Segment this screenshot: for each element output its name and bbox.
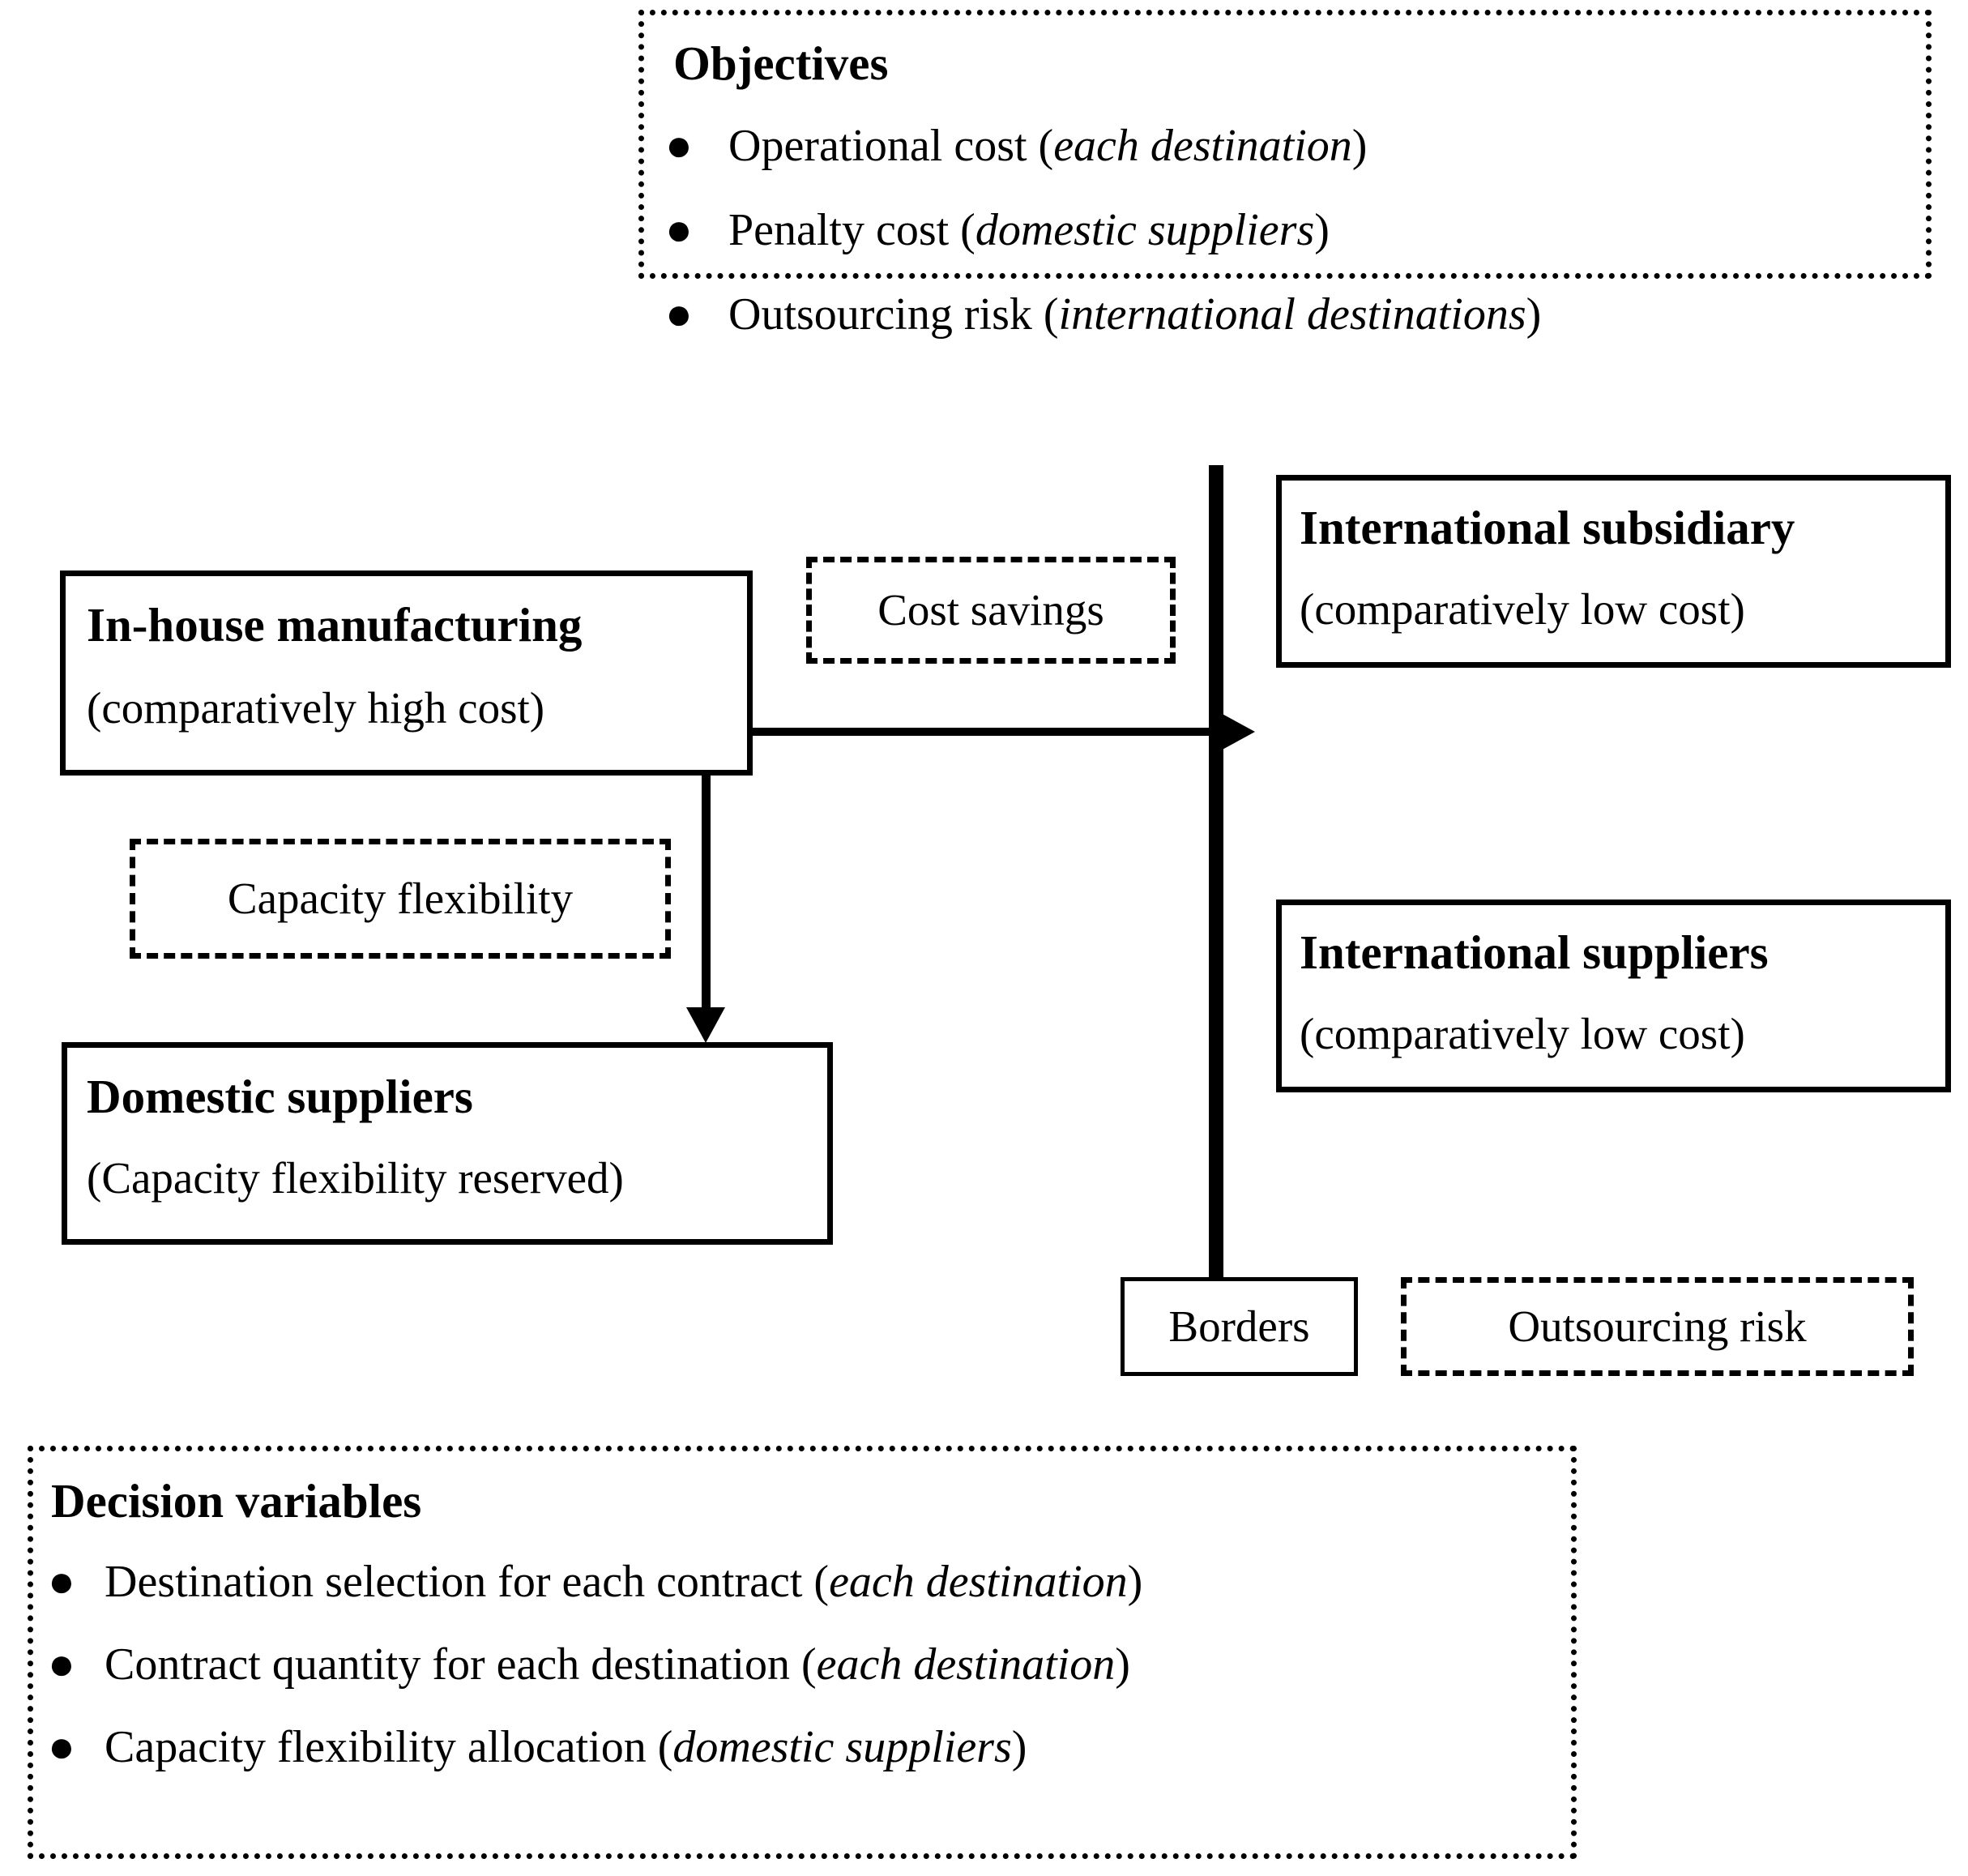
decision-variables-list: ● Destination selection for each contrac…	[48, 1559, 1571, 1770]
objectives-item-emphasis: domestic suppliers	[975, 205, 1315, 255]
decision-item-emphasis: domestic suppliers	[672, 1722, 1012, 1772]
objectives-item-operational-cost: ● Operational cost (each destination)	[665, 123, 1926, 169]
bullet-icon: ●	[48, 1722, 75, 1772]
node-title: International subsidiary	[1300, 501, 1795, 554]
objectives-item-emphasis: international destinations	[1058, 289, 1526, 340]
objectives-list: ● Operational cost (each destination) ● …	[665, 123, 1926, 337]
bullet-icon: ●	[665, 121, 693, 171]
node-international-subsidiary: International subsidiary (comparatively …	[1276, 475, 1951, 668]
objectives-panel: Objectives ● Operational cost (each dest…	[638, 10, 1932, 337]
node-title: Domestic suppliers	[87, 1070, 473, 1123]
bullet-icon: ●	[665, 205, 693, 255]
inhouse-to-domestic-arrow-line	[702, 776, 711, 1010]
decision-item-text: Destination selection for each contract …	[105, 1557, 830, 1607]
node-subtitle: (comparatively high cost)	[87, 682, 545, 733]
objectives-item-tail: )	[1526, 289, 1542, 340]
node-in-house-manufacturing: In-house manufacturing (comparatively hi…	[60, 570, 753, 776]
objectives-title: Objectives	[673, 36, 889, 90]
annotation-outsourcing-risk: Outsourcing risk	[1401, 1277, 1914, 1376]
decision-item-emphasis: each destination	[816, 1639, 1116, 1690]
node-subtitle: (comparatively low cost)	[1300, 1008, 1745, 1058]
bullet-icon: ●	[48, 1557, 75, 1607]
decision-variables-title: Decision variables	[51, 1474, 422, 1528]
objectives-item-text: Penalty cost (	[728, 205, 975, 255]
inhouse-to-subsidiary-arrow-line	[753, 728, 1223, 736]
node-international-suppliers: International suppliers (comparatively l…	[1276, 900, 1951, 1092]
decision-item-capacity-flexibility-allocation: ● Capacity flexibility allocation (domes…	[48, 1724, 1571, 1770]
decision-item-destination-selection: ● Destination selection for each contrac…	[48, 1559, 1571, 1605]
objectives-item-text: Operational cost (	[728, 121, 1054, 171]
decision-item-tail: )	[1115, 1639, 1130, 1690]
annotation-cost-savings: Cost savings	[806, 557, 1176, 664]
objectives-item-tail: )	[1314, 205, 1330, 255]
node-subtitle: (Capacity flexibility reserved)	[87, 1152, 624, 1203]
objectives-item-penalty-cost: ● Penalty cost (domestic suppliers)	[665, 207, 1926, 253]
decision-item-text: Contract quantity for each destination (	[105, 1639, 817, 1690]
annotation-label: Cost savings	[877, 585, 1104, 635]
objectives-item-outsourcing-risk: ● Outsourcing risk (international destin…	[665, 292, 1926, 337]
node-title: In-house manufacturing	[87, 598, 583, 652]
objectives-item-emphasis: each destination	[1053, 121, 1352, 171]
decision-item-text: Capacity flexibility allocation (	[105, 1722, 673, 1772]
node-label: Borders	[1168, 1301, 1310, 1352]
bullet-icon: ●	[665, 289, 693, 340]
decision-item-emphasis: each destination	[829, 1557, 1128, 1607]
decision-item-tail: )	[1011, 1722, 1027, 1772]
decision-variables-panel: Decision variables ● Destination selecti…	[28, 1446, 1577, 1859]
decision-item-contract-quantity: ● Contract quantity for each destination…	[48, 1642, 1571, 1687]
node-subtitle: (comparatively low cost)	[1300, 583, 1745, 634]
arrow-down-icon	[686, 1007, 725, 1043]
border-line	[1209, 465, 1223, 1293]
decision-item-tail: )	[1127, 1557, 1143, 1607]
node-borders: Borders	[1121, 1277, 1358, 1376]
bullet-icon: ●	[48, 1639, 75, 1690]
node-domestic-suppliers: Domestic suppliers (Capacity flexibility…	[62, 1042, 833, 1245]
annotation-capacity-flexibility: Capacity flexibility	[130, 839, 671, 959]
annotation-label: Outsourcing risk	[1508, 1301, 1807, 1352]
objectives-item-tail: )	[1351, 121, 1368, 171]
annotation-label: Capacity flexibility	[227, 874, 574, 924]
arrow-right-icon	[1219, 712, 1255, 751]
node-title: International suppliers	[1300, 925, 1769, 979]
objectives-item-text: Outsourcing risk (	[728, 289, 1059, 340]
